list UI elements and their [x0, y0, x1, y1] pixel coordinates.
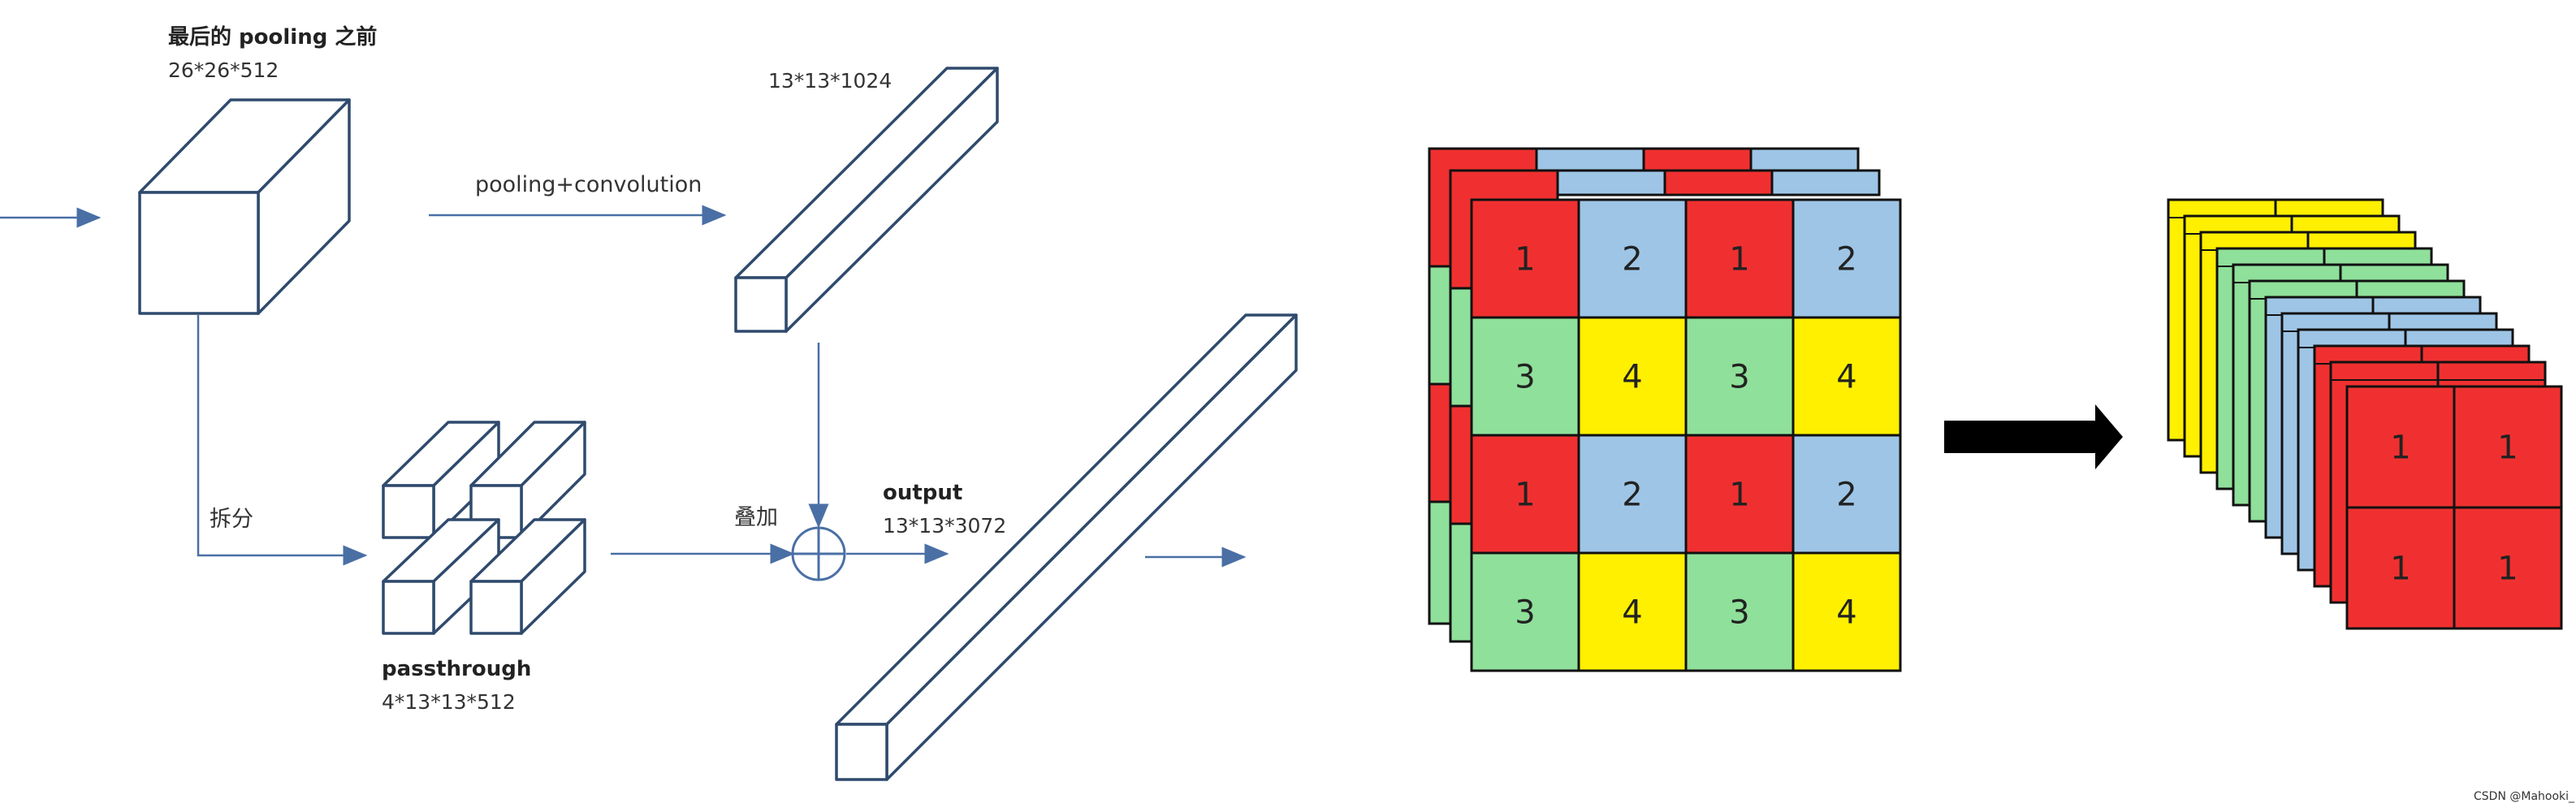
- grid-cell-label: 1: [1515, 477, 1535, 514]
- conv-output-dims: 13*13*1024: [768, 69, 892, 93]
- conv-output-bar: [734, 67, 999, 333]
- slice-stack: 1 1 1 1: [2167, 198, 2563, 630]
- grid-cell-label: 3: [1515, 359, 1535, 396]
- grid-cell-label: 2: [1836, 241, 1856, 279]
- split-label: 拆分: [210, 507, 253, 532]
- passthrough-block-1: [382, 421, 500, 539]
- grid-cell-label: 2: [1836, 477, 1856, 514]
- result-cell: [2345, 506, 2456, 630]
- output-title: output: [883, 481, 962, 505]
- watermark: CSDN @Mahooki_: [2474, 790, 2575, 803]
- grid-cell-label: 2: [1622, 477, 1642, 514]
- grid-cell-label: 3: [1729, 594, 1749, 632]
- grid-cell-label: 3: [1729, 359, 1749, 396]
- grid-cell-label: 1: [1729, 241, 1749, 279]
- grid-cell-label: 2: [1622, 241, 1642, 279]
- last-pooling-dims: 26*26*512: [168, 58, 279, 82]
- grid-front-layer: 1 2 1 2 3 4 3 4 1 2 1 2 3 4 3 4: [1470, 198, 1902, 672]
- result-cell-label: 1: [2497, 430, 2518, 467]
- grid-cell: [1577, 198, 1688, 319]
- grid-cell-label: 1: [1729, 477, 1749, 514]
- feature-map-cube: [138, 98, 351, 315]
- grid-cell-label: 4: [1622, 594, 1642, 632]
- concat-plus-icon: [791, 526, 846, 581]
- grid-cell: [1577, 551, 1688, 672]
- result-cell-label: 1: [2390, 551, 2410, 588]
- passthrough-blocks: [382, 421, 586, 635]
- output-bar: [835, 313, 1298, 781]
- grid-cell-label: 4: [1836, 359, 1856, 396]
- grid-cell: [1792, 316, 1902, 437]
- grid-cell-label: 1: [1515, 241, 1535, 279]
- grid-cell: [1792, 198, 1902, 319]
- result-cell: [2453, 506, 2563, 630]
- grid-cell: [1470, 551, 1580, 672]
- passthrough-dims: 4*13*13*512: [382, 690, 516, 714]
- grid-cell: [1684, 198, 1795, 319]
- result-cell: [2345, 385, 2456, 509]
- pool-conv-label: pooling+convolution: [475, 172, 702, 197]
- grid-cell-label: 4: [1622, 359, 1642, 396]
- result-cell-label: 1: [2390, 430, 2410, 467]
- output-dims: 13*13*3072: [883, 514, 1006, 538]
- grid-cell: [1470, 434, 1580, 555]
- concat-label: 叠加: [734, 505, 778, 530]
- grid-cell: [1792, 434, 1902, 555]
- passthrough-block-4: [469, 518, 586, 635]
- split-arrow: [197, 315, 368, 566]
- grid-cell: [1792, 551, 1902, 672]
- grid-cell-label: 4: [1836, 594, 1856, 632]
- passthrough-title: passthrough: [382, 657, 531, 681]
- grid-cell: [1684, 434, 1795, 555]
- last-pooling-title: 最后的 pooling 之前: [168, 24, 377, 50]
- passthrough-block-3: [382, 518, 500, 635]
- grid-cell-label: 3: [1515, 594, 1535, 632]
- result-cell: [2453, 385, 2563, 509]
- result-cell-label: 1: [2497, 551, 2518, 588]
- transform-arrow: [1944, 404, 2123, 469]
